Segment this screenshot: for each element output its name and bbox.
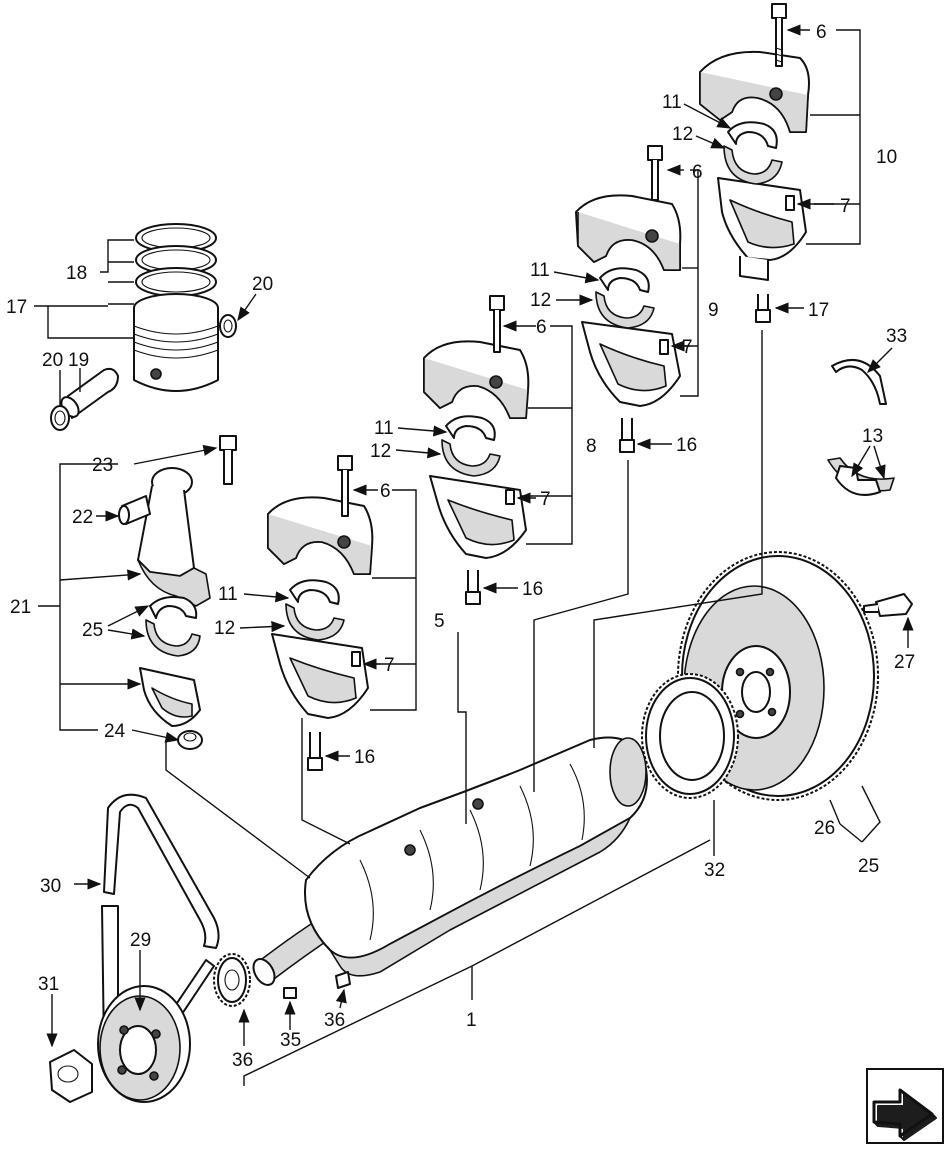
rod-cap-20 [139, 667, 201, 727]
main-bearing-cap-8 [423, 340, 530, 559]
dowel-7-top [785, 195, 795, 211]
callout-6-set8: 6 [536, 317, 547, 338]
callout-24: 25 [82, 620, 103, 641]
callout-31: 32 [704, 860, 725, 881]
pulley-28 [97, 985, 191, 1103]
callout-25: 25 [858, 856, 879, 877]
connecting-rod-20 [137, 467, 211, 607]
callout-11-set8: 11 [374, 418, 394, 439]
callout-35: 36 [324, 1010, 345, 1031]
callout-6-top: 6 [816, 22, 827, 43]
bolt-15 [755, 294, 771, 323]
bearing-shell-11-12-set-8 [441, 415, 501, 477]
bolt-14-set-8 [465, 570, 481, 605]
nut-30 [49, 1049, 93, 1103]
callout-11-set5: 11 [218, 584, 238, 605]
bolt-6-set-5 [337, 455, 353, 517]
bearing-shell-11-12-set-5 [285, 579, 345, 641]
bushing-21 [118, 495, 151, 525]
callout-6-set9: 6 [692, 162, 703, 183]
callout-1: 1 [466, 1010, 477, 1031]
callout-6-set5: 6 [380, 481, 391, 502]
bolt-14-set-9 [619, 418, 635, 453]
callout-9: 9 [708, 300, 719, 321]
callout-5: 5 [434, 611, 445, 632]
callout-29: 30 [40, 876, 61, 897]
main-bearing-cap-10 [699, 50, 810, 281]
main-bearing-cap-9 [575, 194, 682, 407]
callout-labels: 6 10 11 12 7 17 6 9 7 11 12 16 6 8 7 11 … [6, 22, 915, 1071]
thrust-washer-32 [831, 358, 887, 405]
ring-gear-31 [641, 673, 739, 799]
next-page-arrow-icon[interactable] [866, 1068, 944, 1144]
flywheel-bolt-27 [863, 593, 913, 617]
dowel-7-set-5 [351, 651, 361, 667]
main-bearing-cap-5 [267, 496, 374, 719]
piston-16 [133, 293, 219, 392]
callout-14-set8: 16 [522, 579, 543, 600]
callout-32: 33 [886, 326, 907, 347]
callout-8: 8 [586, 436, 597, 457]
callout-19-left: 20 [42, 350, 63, 371]
callout-11-top: 11 [662, 92, 682, 113]
callout-7-top: 7 [840, 196, 851, 217]
dowel-7-set-8 [505, 489, 515, 505]
callout-30: 31 [38, 974, 59, 995]
bearing-shell-11-12-set-9 [595, 267, 655, 329]
callout-28: 29 [130, 930, 151, 951]
rod-bearing-24 [145, 596, 201, 657]
thrust-washer-13 [827, 457, 895, 496]
rod-nut-23 [177, 730, 203, 750]
callout-14-set9: 16 [676, 435, 697, 456]
piston-rings-17 [135, 223, 217, 297]
bolt-6-top [771, 3, 787, 67]
callout-13: 13 [862, 426, 883, 447]
callout-21: 22 [72, 507, 93, 528]
callout-7-set9: 7 [682, 337, 693, 358]
crankshaft-1 [252, 736, 648, 999]
callout-22: 23 [92, 455, 113, 476]
leader-lines [34, 24, 914, 1086]
bolt-6-set-9 [647, 145, 663, 201]
callout-12-set5: 12 [214, 618, 235, 639]
gear-36 [213, 953, 251, 1007]
callout-26: 26 [814, 818, 835, 839]
callout-7-set8: 7 [540, 489, 551, 510]
bolt-14-set-5 [307, 732, 323, 771]
bolt-6-set-8 [489, 295, 505, 353]
callout-16: 17 [6, 297, 27, 318]
callout-27: 27 [894, 652, 915, 673]
callout-10: 10 [876, 147, 897, 168]
callout-23: 24 [104, 721, 126, 742]
callout-17: 18 [66, 263, 87, 284]
callout-15: 17 [808, 300, 829, 321]
dowel-7-set-9 [659, 339, 669, 355]
callout-36: 36 [232, 1050, 253, 1071]
callout-18: 19 [68, 350, 89, 371]
callout-11-set9: 11 [530, 260, 550, 281]
callout-12-set8: 12 [370, 441, 391, 462]
callout-20: 21 [10, 597, 31, 618]
callout-19-right: 20 [252, 274, 273, 295]
callout-12-set9: 12 [530, 290, 551, 311]
callout-14-set5: 16 [354, 747, 375, 768]
bearing-shell-11-12-top [723, 121, 783, 185]
callout-7-set5: 7 [384, 655, 395, 676]
rod-bolt-22 [219, 435, 237, 485]
circlip-19-right [219, 314, 237, 338]
callout-33: 35 [280, 1030, 301, 1051]
callout-12-top: 12 [672, 124, 693, 145]
circlip-19-left [50, 405, 70, 431]
